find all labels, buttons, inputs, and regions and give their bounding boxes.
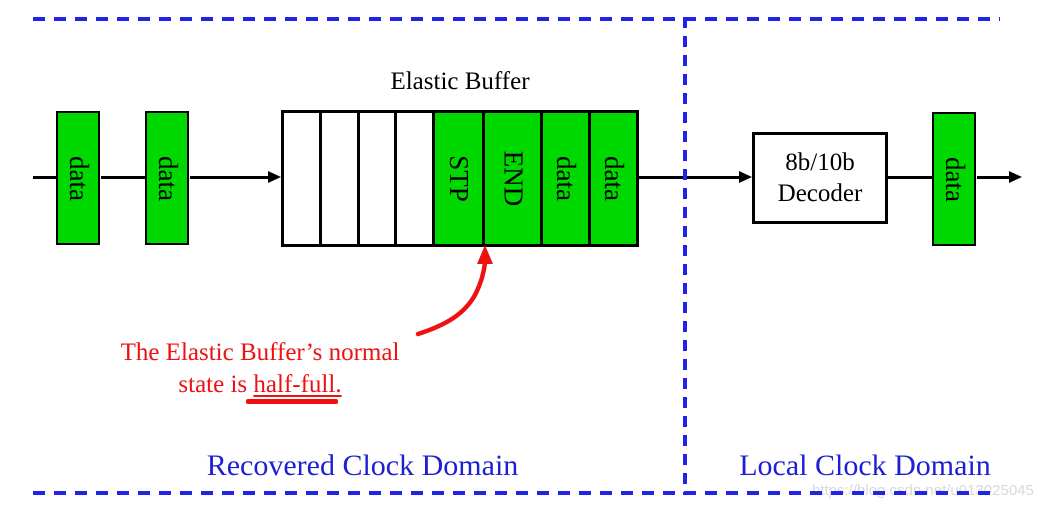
arrowhead-into-decoder (739, 171, 752, 183)
buffer-cell-empty (359, 113, 398, 244)
arrowhead-into-buffer (268, 171, 281, 183)
wire-decoder-data (888, 176, 932, 179)
data-block-incoming-2: data (145, 111, 189, 245)
annotation-arrow (415, 245, 493, 337)
buffer-cell-label: STP (443, 155, 474, 202)
local-clock-domain-label: Local Clock Domain (739, 449, 991, 482)
annotation-line2: state is half-full. (80, 369, 440, 401)
red-emphasis-underline (246, 399, 338, 404)
domain-border-bottom (33, 491, 991, 495)
buffer-cell-label: data (551, 156, 582, 201)
annotation-text: The Elastic Buffer’s normal state is hal… (80, 337, 440, 401)
data-block-label: data (152, 155, 183, 201)
elastic-buffer-title: Elastic Buffer (390, 68, 530, 95)
data-block-label: data (63, 155, 94, 201)
decoder-label-line2: Decoder (777, 180, 863, 207)
elastic-buffer: STP END data data (281, 110, 639, 247)
buffer-cell-label: data (599, 156, 630, 201)
recovered-clock-domain-label: Recovered Clock Domain (206, 449, 519, 482)
wire-input (33, 176, 56, 179)
buffer-cell-end: END (484, 113, 544, 244)
wire-data1-data2 (101, 176, 145, 179)
annotation-underlined: half-full. (253, 371, 342, 398)
buffer-cell-label: END (497, 150, 528, 207)
data-block-incoming-1: data (56, 111, 100, 245)
buffer-cell-empty (397, 113, 435, 244)
annotation-line2-prefix: state is (178, 371, 254, 398)
decoder-label-line1: 8b/10b (785, 149, 855, 176)
arrowhead-output (1009, 171, 1022, 183)
wire-output (977, 176, 1010, 179)
buffer-cell-empty (321, 113, 360, 244)
decoder-box: 8b/10b Decoder (752, 132, 888, 224)
data-block-outgoing: data (932, 112, 976, 246)
buffer-cell-data: data (543, 113, 592, 244)
buffer-cell-empty (284, 113, 322, 244)
clock-domain-divider (683, 17, 687, 495)
domain-border-top (33, 17, 1000, 21)
annotation-line1: The Elastic Buffer’s normal (120, 339, 400, 366)
buffer-cell-data: data (591, 113, 636, 244)
wire-buffer-decoder (639, 176, 739, 179)
wire-data2-buffer (190, 176, 269, 179)
buffer-cell-stp: STP (435, 113, 485, 244)
data-block-label: data (939, 156, 970, 202)
